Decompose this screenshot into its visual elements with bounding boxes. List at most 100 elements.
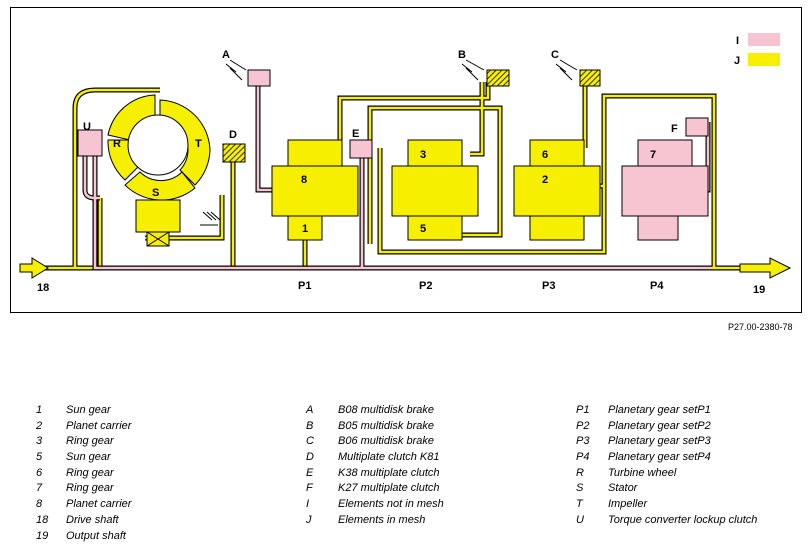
legend-key: T: [576, 498, 583, 511]
output-shaft-arrow: [739, 257, 792, 279]
legend-text: Elements not in mesh: [338, 498, 444, 511]
brake-a: [225, 59, 271, 87]
legend-item: 2 Planet carrier: [36, 419, 266, 435]
label-brake-a: A: [222, 49, 230, 61]
legend-text: Planet carrier: [66, 419, 132, 432]
legend-item: 1 Sun gear: [36, 403, 266, 419]
label-clutch-d: D: [229, 129, 237, 141]
legend-key: I: [306, 498, 310, 511]
legend-item: 6 Ring gear: [36, 466, 266, 482]
legend-key: 3: [36, 435, 43, 448]
brake-b: [461, 59, 510, 87]
legend-key: E: [306, 466, 314, 479]
legend-key: B: [306, 419, 314, 432]
legend-key: 5: [36, 451, 43, 464]
legend-item: 5 Sun gear: [36, 450, 266, 466]
reference-code: P27.00-2380-78: [728, 322, 793, 332]
legend-item: E K38 multiplate clutch: [306, 466, 546, 482]
legend-text: Multiplate clutch K81: [338, 451, 440, 464]
legend-text: Planetary gear setP1: [608, 404, 711, 416]
legend-text: Ring gear: [66, 435, 114, 448]
label-element-7: 7: [650, 149, 656, 161]
gear-set-p3: [513, 139, 601, 241]
legend-key: P1: [576, 404, 590, 416]
legend-text: Sun gear: [66, 404, 111, 416]
stator-shape: [124, 171, 196, 201]
legend-text: Planetary gear setP2: [608, 419, 711, 432]
legend-text: Stator: [608, 482, 638, 495]
legend-text: Sun gear: [66, 451, 111, 464]
legend-key: 7: [36, 482, 43, 495]
legend-text: Planetary gear setP3: [608, 435, 711, 448]
state-key: I J: [734, 33, 780, 67]
legend-text: Planetary gear setP4: [608, 451, 711, 464]
legend-key: 19: [36, 529, 49, 542]
legend-key: 6: [36, 466, 43, 479]
legend-item: 19 Output shaft: [36, 529, 266, 545]
legend-text: Torque converter lockup clutch: [608, 513, 758, 526]
key-label-j: J: [734, 55, 740, 67]
key-swatch-i: [748, 33, 780, 46]
legend-item: R Turbine wheel: [576, 466, 806, 482]
legend-text: Ring gear: [66, 466, 114, 479]
clutch-e: [349, 139, 373, 159]
legend-key: F: [306, 482, 313, 495]
label-element-2: 2: [542, 174, 548, 186]
legend-key: R: [576, 466, 584, 479]
key-label-i: I: [736, 35, 739, 47]
legend-item: 3 Ring gear: [36, 434, 266, 450]
legend-item: 7 Ring gear: [36, 481, 266, 497]
label-brake-c: C: [551, 49, 559, 61]
label-lockup-u: U: [83, 121, 91, 133]
legend-key: P3: [576, 435, 590, 448]
drive-shaft-arrow: [19, 257, 49, 279]
legend-key: P4: [576, 451, 590, 464]
legend-key: J: [306, 513, 312, 526]
legend-key: A: [306, 404, 314, 416]
legend-item: P1 Planetary gear setP1: [576, 403, 806, 419]
legend-key: 2: [36, 419, 43, 432]
legend-text: Output shaft: [66, 529, 126, 542]
legend-key: 18: [36, 513, 49, 526]
label-element-6: 6: [542, 149, 548, 161]
legend-text: Ring gear: [66, 482, 114, 495]
clutch-f: [685, 117, 709, 137]
legend-key: 8: [36, 498, 43, 511]
legend-text: Turbine wheel: [608, 466, 677, 479]
legend-text: K38 multiplate clutch: [338, 466, 440, 479]
legend-key: U: [576, 513, 584, 526]
label-element-5: 5: [420, 223, 426, 235]
legend-key: P2: [576, 419, 590, 432]
legend-text: Elements in mesh: [338, 513, 426, 526]
legend-item: C B06 multidisk brake: [306, 434, 546, 450]
label-set-p4: P4: [650, 280, 664, 292]
label-shaft-19: 19: [753, 284, 765, 296]
legend-key: 1: [36, 404, 43, 416]
gear-set-p2: [391, 139, 479, 241]
label-brake-b: B: [458, 49, 466, 61]
legend-text: K27 multiplate clutch: [338, 482, 440, 495]
legend-text: B06 multidisk brake: [338, 435, 434, 448]
legend-key: S: [576, 482, 584, 495]
label-element-1: 1: [302, 223, 308, 235]
lockup-clutch: [77, 129, 103, 157]
legend-item: P2 Planetary gear setP2: [576, 419, 806, 435]
legend-item: S Stator: [576, 481, 806, 497]
label-element-3: 3: [420, 149, 426, 161]
gear-set-p1: [271, 139, 359, 241]
label-set-p1: P1: [298, 280, 311, 292]
legend-key: C: [306, 435, 314, 448]
stator-hub: [135, 199, 181, 233]
label-clutch-f: F: [671, 123, 678, 135]
legend-text: B05 multidisk brake: [338, 419, 434, 432]
diagram-frame: [10, 7, 802, 313]
legend-item: B B05 multidisk brake: [306, 419, 546, 435]
legend-key: D: [306, 451, 314, 464]
label-set-p3: P3: [542, 280, 555, 292]
label-set-p2: P2: [419, 280, 432, 292]
